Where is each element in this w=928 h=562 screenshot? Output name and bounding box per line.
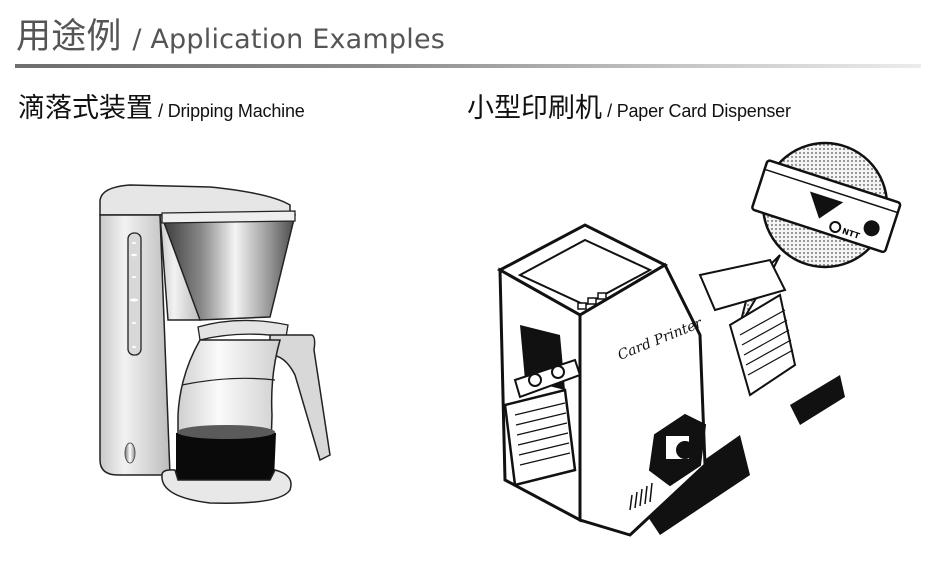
card-stack-front xyxy=(503,388,577,487)
example-heading-cn: 滴落式装置 xyxy=(18,93,153,124)
page-title-cn: 用途例 xyxy=(16,17,122,57)
vent-grille xyxy=(629,482,653,511)
water-level-marks xyxy=(130,242,138,348)
title-divider xyxy=(15,64,921,68)
card-printer-illustration: NTT Card Printer xyxy=(496,141,902,537)
page-title: 用途例 / Application Examples xyxy=(16,8,445,59)
water-level-window xyxy=(127,232,142,356)
card-magnifier-callout: NTT xyxy=(739,141,902,326)
stepper-motor-icon xyxy=(648,413,707,487)
coffee-maker-illustration xyxy=(99,184,331,504)
example-heading-dispenser: 小型印刷机 / Paper Card Dispenser xyxy=(467,86,791,125)
example-heading-cn: 小型印刷机 xyxy=(467,93,602,124)
example-heading-dripping: 滴落式装置 / Dripping Machine xyxy=(18,86,305,125)
carafe-handle xyxy=(269,334,331,462)
power-switch-icon xyxy=(124,442,136,464)
paper-card: NTT xyxy=(751,159,902,254)
printer-indicator-lights xyxy=(577,292,607,310)
warming-plate xyxy=(161,469,292,504)
example-heading-en: / Dripping Machine xyxy=(158,101,305,121)
page-title-en: / Application Examples xyxy=(132,24,446,55)
card-stack-rear xyxy=(698,258,797,397)
coffee-liquid xyxy=(176,427,276,480)
example-heading-en: / Paper Card Dispenser xyxy=(607,101,791,121)
